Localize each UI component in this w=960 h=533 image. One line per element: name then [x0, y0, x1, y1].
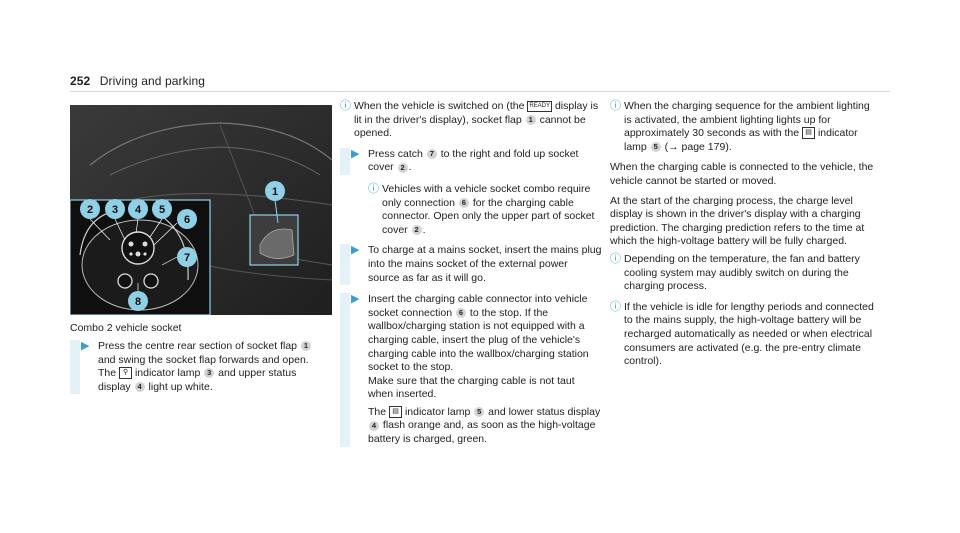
callout-ref-5: 5: [650, 142, 661, 152]
ready-symbol: READY: [527, 100, 553, 112]
column-1: ▶ Press the centre rear section of socke…: [70, 340, 325, 402]
column-2: ⓘ When the vehicle is switched on (the R…: [340, 100, 602, 455]
triangle-right-icon: ▶: [351, 147, 360, 160]
plug-icon: ▤: [802, 127, 816, 140]
callout-1: 1: [265, 181, 285, 201]
svg-text:1: 1: [272, 186, 278, 198]
note-combo: ⓘ Vehicles with a vehicle socket combo r…: [368, 182, 595, 236]
callout-2: 2: [80, 199, 100, 219]
step-bar: [340, 293, 350, 447]
triangle-right-icon: ▶: [351, 293, 360, 306]
step-insert-connector: ▶ Insert the charging cable connector in…: [340, 293, 602, 447]
callout-ref-4: 4: [369, 420, 379, 431]
step-open-flap: ▶ Press the centre rear section of socke…: [70, 340, 325, 395]
column-3: ⓘ When the charging sequence for the amb…: [610, 100, 880, 376]
callout-ref-4: 4: [134, 382, 145, 392]
svg-text:7: 7: [184, 252, 190, 264]
callout-ref-2: 2: [411, 224, 422, 235]
callout-4: 4: [128, 199, 148, 219]
svg-text:5: 5: [159, 204, 165, 216]
svg-text:2: 2: [87, 204, 93, 216]
plug-icon: ▤: [389, 406, 403, 419]
callout-ref-6: 6: [455, 307, 466, 318]
callout-ref-1: 1: [525, 114, 536, 125]
step-press-catch: ▶ Press catch 7 to the right and fold up…: [340, 147, 602, 175]
svg-text:4: 4: [135, 204, 142, 216]
info-icon: ⓘ: [368, 182, 379, 195]
page-header: 252 Driving and parking: [70, 74, 205, 88]
page-179-link[interactable]: (→ page 179).: [664, 140, 732, 153]
callout-8: 8: [128, 291, 148, 311]
callout-ref-1: 1: [300, 341, 311, 352]
callout-ref-2: 2: [397, 162, 408, 173]
triangle-right-icon: ▶: [351, 244, 360, 257]
figure-caption: Combo 2 vehicle socket: [70, 322, 182, 334]
svg-text:3: 3: [112, 204, 118, 216]
info-icon: ⓘ: [610, 100, 621, 112]
callout-ref-5: 5: [474, 407, 485, 418]
step-bar: [70, 340, 80, 395]
info-icon: ⓘ: [610, 252, 621, 265]
callout-5: 5: [152, 199, 172, 219]
paragraph-charge-start: At the start of the charging process, th…: [610, 194, 865, 248]
callout-ref-3: 3: [204, 368, 215, 379]
callout-ref-6: 6: [458, 197, 469, 208]
callout-6: 6: [177, 209, 197, 229]
callout-7: 7: [177, 247, 197, 267]
paragraph-cable-connected: When the charging cable is connected to …: [610, 161, 874, 187]
svg-text:6: 6: [184, 214, 190, 226]
note-ambient-lighting: ⓘ When the charging sequence for the amb…: [610, 100, 870, 153]
header-divider: [70, 91, 890, 92]
callout-ref-7: 7: [426, 149, 437, 159]
callout-3: 3: [105, 199, 125, 219]
step-bar: [340, 147, 350, 175]
triangle-right-icon: ▶: [81, 340, 90, 352]
note-ready: ⓘ When the vehicle is switched on (the R…: [340, 100, 599, 140]
page-number: 252: [70, 74, 91, 88]
step-text: Press the centre rear section of socket …: [98, 340, 325, 394]
step-mains-socket: ▶ To charge at a mains socket, insert th…: [340, 244, 602, 286]
info-icon: ⓘ: [610, 300, 621, 313]
lock-open-icon: ⚲: [119, 367, 133, 380]
step-bar: [340, 244, 350, 286]
section-title: Driving and parking: [99, 74, 206, 88]
svg-text:8: 8: [135, 296, 141, 308]
info-icon: ⓘ: [340, 100, 351, 112]
note-fan: ⓘ Depending on the temperature, the fan …: [610, 252, 860, 293]
note-idle: ⓘ If the vehicle is idle for lengthy per…: [610, 300, 874, 368]
vehicle-socket-illustration: 1 2 3 4 5 6 7 8: [70, 105, 332, 315]
